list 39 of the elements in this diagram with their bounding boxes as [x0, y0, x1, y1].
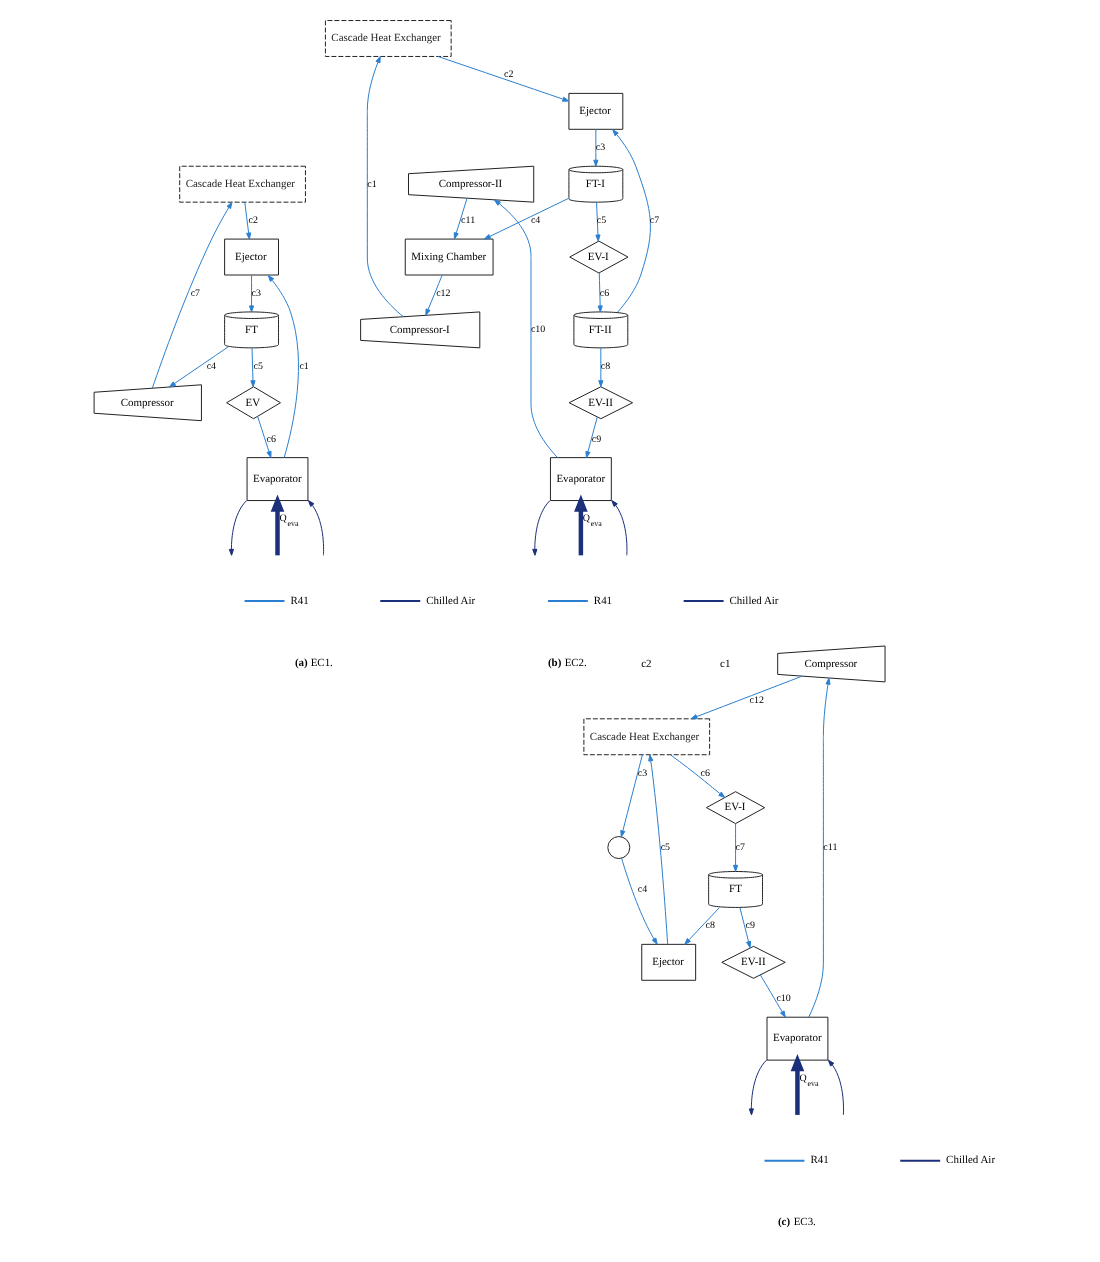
arrow: [584, 416, 597, 459]
arrow: [492, 199, 557, 458]
arrow: [266, 274, 298, 458]
arrow: [573, 494, 587, 556]
arrow: [365, 56, 403, 318]
arrow: [807, 677, 830, 1018]
arrow: [669, 754, 725, 798]
arrow: [592, 129, 598, 167]
arrow: [647, 754, 668, 945]
arrow: [611, 129, 650, 313]
arrow: [167, 346, 228, 388]
arrow: [826, 1059, 843, 1116]
arrow: [758, 974, 785, 1018]
node-circle: [606, 836, 630, 860]
arrow: [594, 201, 600, 242]
arrow: [436, 55, 569, 102]
arrow: [747, 1059, 766, 1116]
arrow: [789, 1054, 804, 1115]
arrow: [620, 857, 657, 945]
arrow: [306, 500, 324, 556]
arrow: [731, 823, 738, 872]
arrow: [683, 907, 719, 945]
arrow: [243, 201, 251, 240]
arrow: [150, 201, 232, 389]
arrow: [689, 675, 802, 720]
arrow: [269, 494, 284, 556]
arrow: [619, 754, 642, 838]
arrow: [247, 274, 254, 313]
arrow: [531, 500, 550, 556]
arrow: [482, 197, 569, 240]
arrow: [610, 500, 627, 556]
arrow: [424, 274, 442, 316]
arrow: [738, 907, 751, 949]
arrow: [597, 347, 603, 388]
arrow: [596, 272, 602, 313]
arrow: [227, 500, 247, 556]
arrow: [256, 415, 271, 459]
arrow: [249, 347, 255, 388]
arrow: [452, 197, 467, 240]
